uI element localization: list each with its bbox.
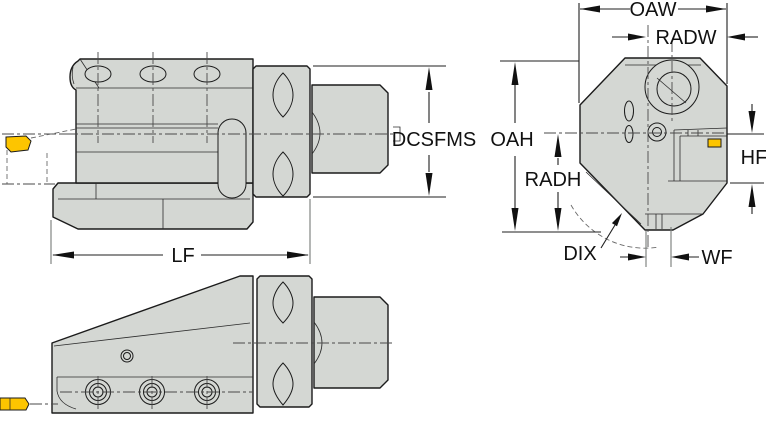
arrowhead-right-icon bbox=[628, 33, 646, 41]
lf-label: LF bbox=[171, 245, 194, 267]
pocket-notch bbox=[56, 377, 77, 410]
holder-body-bottom bbox=[51, 275, 254, 414]
hf-reference-lines bbox=[727, 133, 764, 184]
arrowhead-up-icon bbox=[511, 62, 519, 85]
mounting-holes bbox=[60, 376, 253, 409]
dix-leader-line bbox=[600, 224, 616, 249]
flange-bottom bbox=[256, 275, 313, 408]
flange-cutout-bottom bbox=[272, 151, 294, 197]
dim-hf: HF bbox=[727, 104, 766, 214]
arrowhead-down-icon bbox=[554, 208, 562, 231]
clamp-tab-detail bbox=[71, 66, 75, 85]
wf-extension-lines bbox=[645, 227, 672, 267]
cutting-insert-bottom bbox=[0, 397, 30, 411]
lower-chamfer-line bbox=[585, 171, 642, 225]
flange-cutout-top bbox=[272, 281, 294, 324]
wedge-chamfer-line bbox=[53, 322, 251, 347]
front-view bbox=[544, 25, 728, 249]
dim-radw: RADW bbox=[612, 27, 758, 49]
side-view bbox=[2, 52, 401, 230]
flange-side bbox=[252, 65, 311, 198]
shank-relief bbox=[311, 111, 321, 155]
arrowhead-left-icon bbox=[727, 33, 745, 41]
arrowhead-up-icon bbox=[425, 67, 433, 90]
arrowhead-down-icon bbox=[511, 208, 519, 231]
clamp-bore-inner bbox=[656, 71, 692, 107]
wf-label: WF bbox=[701, 247, 732, 269]
dim-dcsfms: DCSFMS bbox=[313, 65, 476, 198]
arrowhead-up-right-icon bbox=[611, 213, 622, 227]
arrowhead-up-icon bbox=[554, 134, 562, 157]
arrowhead-right-icon bbox=[287, 251, 309, 259]
center-screw-inner bbox=[652, 127, 662, 137]
radh-label: RADH bbox=[525, 169, 582, 191]
arrowhead-right-icon bbox=[706, 5, 726, 13]
dix-label: DIX bbox=[563, 243, 596, 265]
pin-hole-inner bbox=[123, 352, 131, 360]
arrowhead-left-icon bbox=[52, 251, 74, 259]
dim-dix: DIX bbox=[563, 213, 622, 265]
dcsfms-label: DCSFMS bbox=[392, 129, 476, 151]
arrowhead-right-icon bbox=[628, 253, 646, 261]
arrowhead-down-icon bbox=[425, 173, 433, 196]
elongated-slot bbox=[217, 118, 247, 199]
radw-label: RADW bbox=[655, 27, 716, 49]
hf-label: HF bbox=[741, 147, 766, 169]
cutting-insert-front bbox=[707, 138, 722, 148]
dim-radh: RADH bbox=[525, 134, 582, 231]
oaw-extension-lines bbox=[578, 3, 728, 103]
coolant-slot bbox=[624, 100, 634, 122]
coolant-slot bbox=[624, 125, 634, 143]
dimensions: OAW RADW DCSFMS OAH bbox=[50, 0, 766, 269]
arrowhead-down-icon bbox=[748, 111, 756, 133]
cutting-insert-side bbox=[5, 135, 32, 153]
oaw-label: OAW bbox=[629, 0, 676, 21]
phantom-edge bbox=[30, 128, 77, 139]
oah-label: OAH bbox=[490, 129, 533, 151]
flange-cutout-bottom bbox=[272, 362, 294, 406]
lf-extension-lines bbox=[50, 199, 311, 264]
dim-oah: OAH bbox=[490, 60, 601, 233]
oah-reference-lines bbox=[500, 60, 601, 233]
shank-bottom bbox=[313, 296, 389, 389]
arrowhead-up-icon bbox=[748, 184, 756, 207]
dcsfms-reference-lines bbox=[313, 65, 446, 198]
hole-axes bbox=[97, 376, 208, 409]
bottom-view bbox=[0, 275, 395, 414]
dim-oaw: OAW bbox=[578, 0, 728, 103]
seat-lines bbox=[76, 123, 218, 129]
top-slots bbox=[84, 52, 221, 143]
arrowhead-left-icon bbox=[671, 253, 689, 261]
block-detail-lines bbox=[58, 183, 250, 229]
dim-lf: LF bbox=[50, 199, 311, 267]
flange-cutout-top bbox=[272, 72, 294, 118]
slot-axes bbox=[97, 52, 208, 143]
shank-side bbox=[311, 84, 389, 174]
arrowhead-left-icon bbox=[580, 5, 600, 13]
shank-end-tang bbox=[393, 126, 401, 142]
dim-wf: WF bbox=[620, 227, 733, 269]
dix-angle-arc bbox=[570, 204, 660, 249]
clamp-bore-chord bbox=[656, 77, 687, 104]
